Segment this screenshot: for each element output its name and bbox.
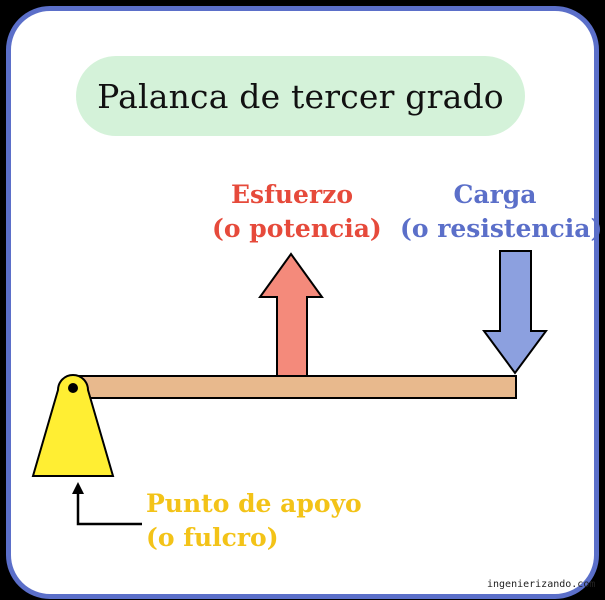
- effort-label-line1: Esfuerzo: [230, 180, 353, 209]
- lever-beam: [71, 375, 517, 399]
- page-title: Palanca de tercer grado: [97, 76, 504, 116]
- fulcrum-pivot: [68, 383, 78, 393]
- fulcrum-label-line1: Punto de apoyo: [146, 489, 362, 518]
- effort-label-line2: (o potencia): [212, 214, 382, 243]
- fulcrum-pointer-line: [76, 492, 142, 526]
- effort-label: Esfuerzo (o potencia): [212, 178, 382, 246]
- fulcrum-label: Punto de apoyo (o fulcro): [146, 487, 362, 555]
- effort-arrow: [258, 252, 324, 377]
- title-banner: Palanca de tercer grado: [76, 56, 525, 136]
- fulcrum-label-line2: (o fulcro): [146, 523, 279, 552]
- watermark-text: ingenierizando.com: [487, 579, 596, 590]
- load-arrow: [482, 250, 548, 375]
- fulcrum-support: [31, 374, 115, 477]
- load-label: Carga (o resistencia): [400, 178, 603, 246]
- load-label-line2: (o resistencia): [400, 214, 603, 243]
- fulcrum-pointer-head: [72, 482, 84, 494]
- load-label-line1: Carga: [453, 180, 537, 209]
